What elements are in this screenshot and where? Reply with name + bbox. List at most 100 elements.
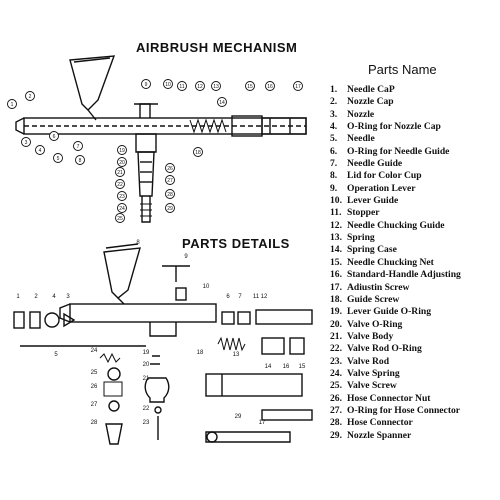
callout-label: 24 bbox=[119, 206, 125, 212]
parts-name-heading: Parts Name bbox=[368, 62, 437, 77]
callout-label: 7 bbox=[77, 144, 80, 150]
part-name: Valve Rod O-Ring bbox=[347, 343, 422, 355]
callout-circle bbox=[245, 81, 255, 91]
detail-callout-label: 5 bbox=[54, 352, 58, 358]
detail-callout-label: 9 bbox=[184, 254, 188, 260]
detail-handle bbox=[205, 373, 303, 397]
callout-label: 28 bbox=[167, 192, 173, 198]
part-name: Stopper bbox=[347, 207, 380, 219]
part-name: Hose Connector Nut bbox=[347, 392, 431, 404]
part-name: Nozzle Cap bbox=[347, 96, 394, 108]
detail-callout-label: 18 bbox=[197, 350, 204, 356]
detail-callout-label: 1 bbox=[16, 294, 20, 300]
callout-label: 14 bbox=[219, 100, 225, 106]
callout-circle bbox=[117, 145, 127, 155]
callout-circle bbox=[117, 191, 127, 201]
callout-label: 10 bbox=[165, 82, 171, 88]
part-name: O-Ring for Needle Guide bbox=[347, 145, 450, 157]
detail-callout-label: 20 bbox=[143, 362, 150, 368]
part-number: 11. bbox=[330, 207, 342, 219]
part-item: 8.Lid for Color Cup bbox=[330, 170, 461, 182]
part-item: 6.O-Ring for Needle Guide bbox=[330, 146, 461, 158]
part-item: 21.Valve Body bbox=[330, 331, 461, 343]
callout-label: 19 bbox=[119, 148, 125, 154]
part-name: Lever Guide O-Ring bbox=[347, 306, 432, 318]
detail-callout-label: 16 bbox=[283, 364, 290, 370]
detail-callout-label: 14 bbox=[265, 364, 272, 370]
part-item: 1.Needle CaP bbox=[330, 84, 461, 96]
detail-callout-label: 19 bbox=[143, 350, 150, 356]
part-item: 3.Nozzle bbox=[330, 109, 461, 121]
part-number: 14. bbox=[330, 244, 342, 256]
part-number: 29. bbox=[330, 429, 342, 441]
detail-color-cup bbox=[103, 247, 141, 299]
part-item: 15.Needle Chucking Net bbox=[330, 257, 461, 269]
part-number: 8. bbox=[330, 170, 338, 182]
detail-callout-label: 15 bbox=[299, 364, 306, 370]
callout-circle bbox=[73, 141, 83, 151]
part-number: 5. bbox=[330, 133, 338, 145]
part-name: Nozzle Spanner bbox=[347, 429, 412, 441]
part-name: Operation Lever bbox=[347, 182, 416, 194]
part-item: 26.Hose Connector Nut bbox=[330, 393, 461, 405]
part-name: Nozzle bbox=[347, 108, 375, 120]
part-item: 5.Needle bbox=[330, 133, 461, 145]
callout-circle bbox=[49, 131, 59, 141]
part-name: Adiustin Screw bbox=[347, 281, 410, 293]
part-item: 14.Spring Case bbox=[330, 244, 461, 256]
callout-label: 17 bbox=[295, 84, 301, 90]
callout-label: 21 bbox=[117, 170, 123, 176]
part-item: 28. Hose Connector bbox=[330, 417, 461, 429]
callout-circle bbox=[7, 99, 17, 109]
part-item: 12.Needle Chucking Guide bbox=[330, 220, 461, 232]
callout-circle bbox=[165, 189, 175, 199]
part-item: 22.Valve Rod O-Ring bbox=[330, 343, 461, 355]
detail-callout-label: 29 bbox=[235, 414, 242, 420]
part-item: 16.Standard-Handle Adjusting bbox=[330, 269, 461, 281]
detail-callout-label: 10 bbox=[203, 284, 210, 290]
callout-circle bbox=[115, 213, 125, 223]
part-item: 10.Lever Guide bbox=[330, 195, 461, 207]
callout-circle bbox=[117, 157, 127, 167]
part-item: 11. Stopper bbox=[330, 207, 461, 219]
callout-circle bbox=[265, 81, 275, 91]
callout-label: 23 bbox=[119, 194, 125, 200]
callout-label: 29 bbox=[167, 206, 173, 212]
part-name: Needle Chucking Net bbox=[347, 256, 434, 268]
part-item: 27.O-Ring for Hose Connector bbox=[330, 405, 461, 417]
detail-callout-label: 24 bbox=[91, 348, 98, 354]
part-name: O-Ring for Nozzle Cap bbox=[347, 121, 441, 133]
part-item: 2.Nozzle Cap bbox=[330, 96, 461, 108]
detail-callout-label: 21 bbox=[143, 376, 150, 382]
detail-callout-label: 26 bbox=[91, 384, 98, 390]
detail-callout-label: 28 bbox=[91, 420, 98, 426]
callout-circle bbox=[141, 79, 151, 89]
part-item: 25.Valve Screw bbox=[330, 380, 461, 392]
callout-label: 15 bbox=[247, 84, 253, 90]
detail-callout-label: 25 bbox=[91, 370, 98, 376]
part-number: 28. bbox=[330, 417, 342, 429]
part-item: 19.Lever Guide O-Ring bbox=[330, 306, 461, 318]
callout-label: 18 bbox=[195, 150, 201, 156]
part-number: 18. bbox=[330, 293, 342, 305]
callout-label: 22 bbox=[117, 182, 123, 188]
part-number: 23. bbox=[330, 355, 342, 367]
part-item: 13.Spring bbox=[330, 232, 461, 244]
part-name: Valve Body bbox=[347, 330, 394, 342]
callout-label: 20 bbox=[119, 160, 125, 166]
part-number: 4. bbox=[330, 121, 338, 133]
part-number: 24. bbox=[330, 367, 342, 379]
callout-circle bbox=[35, 145, 45, 155]
detail-callout-label: 8 bbox=[136, 240, 140, 246]
part-number: 12. bbox=[330, 219, 342, 231]
part-item: 7.Needle Guide bbox=[330, 158, 461, 170]
callout-label: 9 bbox=[145, 82, 148, 88]
callout-label: 26 bbox=[167, 166, 173, 172]
part-name: Hose Connector bbox=[347, 417, 413, 429]
mechanism-drawing bbox=[15, 55, 307, 223]
callout-label: 2 bbox=[29, 94, 32, 100]
